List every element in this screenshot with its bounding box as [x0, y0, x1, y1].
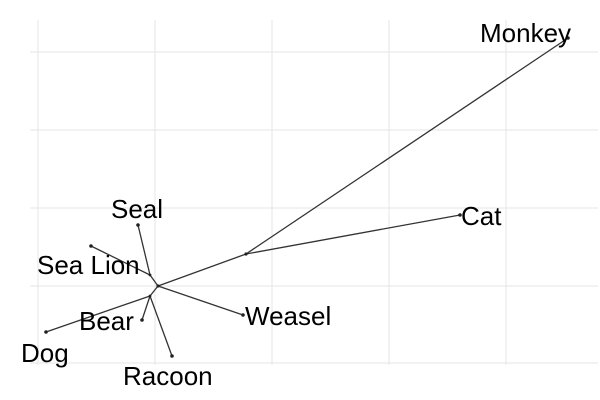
branch-to-bear	[141, 295, 151, 321]
branch-to-cat	[245, 214, 461, 255]
label-weasel: Weasel	[245, 301, 331, 331]
label-dog: Dog	[21, 338, 69, 368]
tip-dot-sea-lion	[89, 244, 93, 248]
node-dot	[156, 284, 160, 288]
label-seal: Seal	[111, 194, 163, 224]
branch-root-to-internal	[157, 253, 247, 287]
tip-dot-weasel	[241, 313, 245, 317]
branch-to-sea-lion	[90, 245, 151, 276]
tip-dot-cat	[458, 213, 462, 217]
branch-to-monkey	[245, 37, 569, 255]
branch-to-lower-node	[149, 285, 159, 297]
internal-nodes	[148, 252, 248, 298]
node-dot	[244, 252, 248, 256]
branch-to-seal-node	[149, 274, 159, 287]
label-bear: Bear	[79, 306, 134, 336]
branch-to-dog	[45, 295, 151, 333]
branches	[45, 37, 569, 357]
tip-dot-monkey	[566, 36, 570, 40]
label-cat: Cat	[461, 201, 502, 231]
grid	[30, 20, 598, 365]
branch-to-weasel	[157, 285, 244, 316]
node-dot	[148, 273, 152, 277]
tip-dot-racoon	[170, 354, 174, 358]
branch-to-racoon	[149, 295, 173, 357]
tip-labels: Monkey Cat Seal Sea Lion Weasel Bear Dog…	[21, 18, 571, 391]
tip-dot-seal	[136, 223, 140, 227]
tip-dot-dog	[44, 330, 48, 334]
tips	[44, 36, 570, 358]
label-sea-lion: Sea Lion	[37, 250, 140, 280]
label-racoon: Racoon	[123, 361, 213, 391]
branch-to-seal	[137, 224, 151, 276]
label-monkey: Monkey	[480, 18, 571, 48]
tip-dot-bear	[140, 318, 144, 322]
node-dot	[148, 294, 152, 298]
